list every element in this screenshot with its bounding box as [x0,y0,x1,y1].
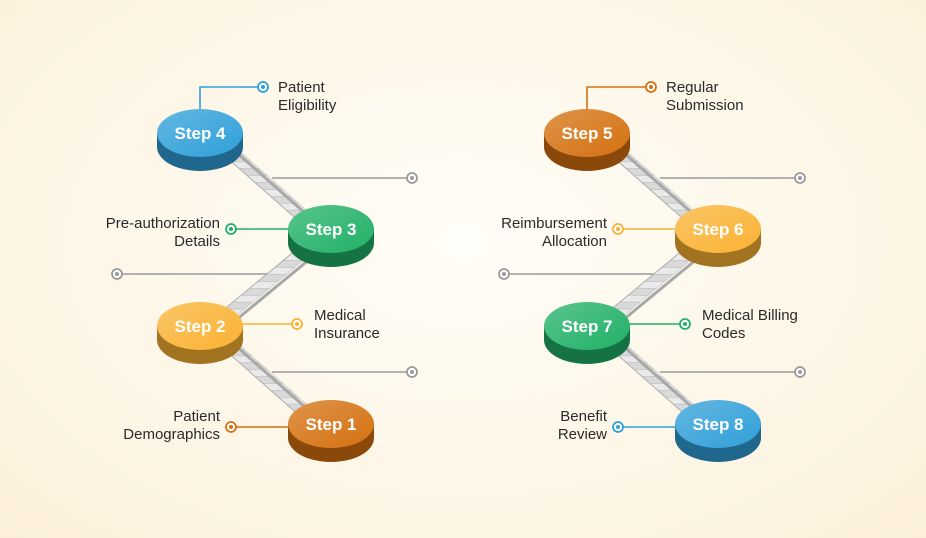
guide-line-right-1 [660,172,806,184]
step7-disk: Step 7 [544,302,630,364]
step5-disk-label: Step 5 [561,124,612,143]
step1-disk-label: Step 1 [305,415,356,434]
step2-disk-label: Step 2 [174,317,225,336]
step6-disk-label: Step 6 [692,220,743,239]
connector-step7 [622,318,691,330]
connector-step1 [225,421,292,433]
step5-disk: Step 5 [544,109,630,171]
step7-disk-label: Step 7 [561,317,612,336]
connector-step5 [586,81,657,112]
step4-disk: Step 4 [157,109,243,171]
guide-line-right-2 [498,268,658,280]
step4-disk-label: Step 4 [174,124,226,143]
step3-disk-label: Step 3 [305,220,356,239]
step8-disk-label: Step 8 [692,415,743,434]
connector-step2 [235,318,303,330]
step6-disk: Step 6 [675,205,761,267]
guide-line-left-2 [111,268,270,280]
guide-line-left-1 [272,172,418,184]
step2-disk: Step 2 [157,302,243,364]
step1-disk: Step 1 [288,400,374,462]
step8-disk: Step 8 [675,400,761,462]
step3-disk: Step 3 [288,205,374,267]
guide-line-left-3 [272,366,418,378]
connector-step4 [199,81,269,112]
connector-step8 [612,421,680,433]
guide-line-right-3 [660,366,806,378]
